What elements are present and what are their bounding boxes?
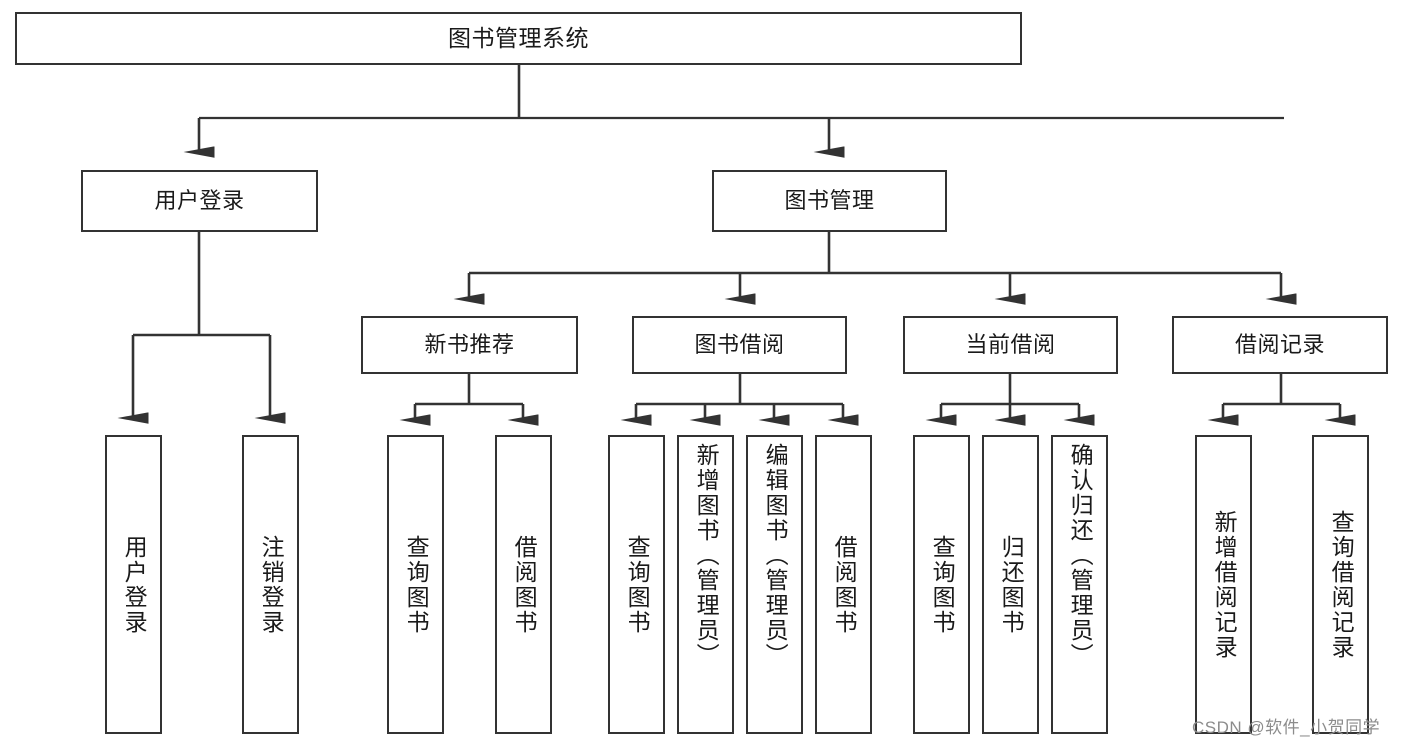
node-label: 新增借阅记录 xyxy=(1211,509,1238,660)
node-label: 借阅记录 xyxy=(1234,332,1325,358)
leaf-logout[interactable]: 注销登录 xyxy=(242,435,299,734)
node-label: 借阅图书 xyxy=(831,534,858,635)
leaf-query-book-current[interactable]: 查询图书 xyxy=(913,435,970,734)
leaf-add-borrow-record[interactable]: 新增借阅记录 xyxy=(1195,435,1252,734)
leaf-return-book[interactable]: 归还图书 xyxy=(982,435,1039,734)
leaf-edit-book-admin[interactable]: 编辑图书（管理员） xyxy=(746,435,803,734)
node-label: 图书管理 xyxy=(784,188,875,214)
node-user-login[interactable]: 用户登录 xyxy=(81,170,318,232)
leaf-query-book-recommend[interactable]: 查询图书 xyxy=(387,435,444,734)
node-label: 注销登录 xyxy=(258,534,285,635)
leaf-confirm-return-admin[interactable]: 确认归还（管理员） xyxy=(1051,435,1108,734)
leaf-query-book-borrow[interactable]: 查询图书 xyxy=(608,435,665,734)
node-label: 图书借阅 xyxy=(694,332,785,358)
node-label: 编辑图书（管理员） xyxy=(762,443,789,668)
node-label: 新书推荐 xyxy=(424,332,515,358)
node-book-management[interactable]: 图书管理 xyxy=(712,170,947,232)
node-label: 查询图书 xyxy=(624,534,651,635)
node-label: 用户登录 xyxy=(121,534,148,635)
node-label: 查询图书 xyxy=(929,534,956,635)
node-borrow-record[interactable]: 借阅记录 xyxy=(1172,316,1388,374)
leaf-query-borrow-record[interactable]: 查询借阅记录 xyxy=(1312,435,1369,734)
node-root-system[interactable]: 图书管理系统 xyxy=(15,12,1022,65)
node-label: 查询借阅记录 xyxy=(1328,509,1355,660)
node-book-borrow[interactable]: 图书借阅 xyxy=(632,316,847,374)
node-new-book-recommend[interactable]: 新书推荐 xyxy=(361,316,578,374)
node-label: 新增图书（管理员） xyxy=(693,443,720,668)
node-label: 归还图书 xyxy=(998,534,1025,635)
leaf-borrow-book[interactable]: 借阅图书 xyxy=(815,435,872,734)
leaf-borrow-book-recommend[interactable]: 借阅图书 xyxy=(495,435,552,734)
node-label: 查询图书 xyxy=(403,534,430,635)
watermark-text: CSDN @软件_小贺同学 xyxy=(1192,718,1381,737)
leaf-user-login[interactable]: 用户登录 xyxy=(105,435,162,734)
node-current-borrow[interactable]: 当前借阅 xyxy=(903,316,1118,374)
node-label: 用户登录 xyxy=(154,188,245,214)
node-label: 确认归还（管理员） xyxy=(1067,443,1094,668)
leaf-add-book-admin[interactable]: 新增图书（管理员） xyxy=(677,435,734,734)
node-label: 借阅图书 xyxy=(511,534,538,635)
node-label: 当前借阅 xyxy=(965,332,1056,358)
node-label: 图书管理系统 xyxy=(448,24,589,51)
